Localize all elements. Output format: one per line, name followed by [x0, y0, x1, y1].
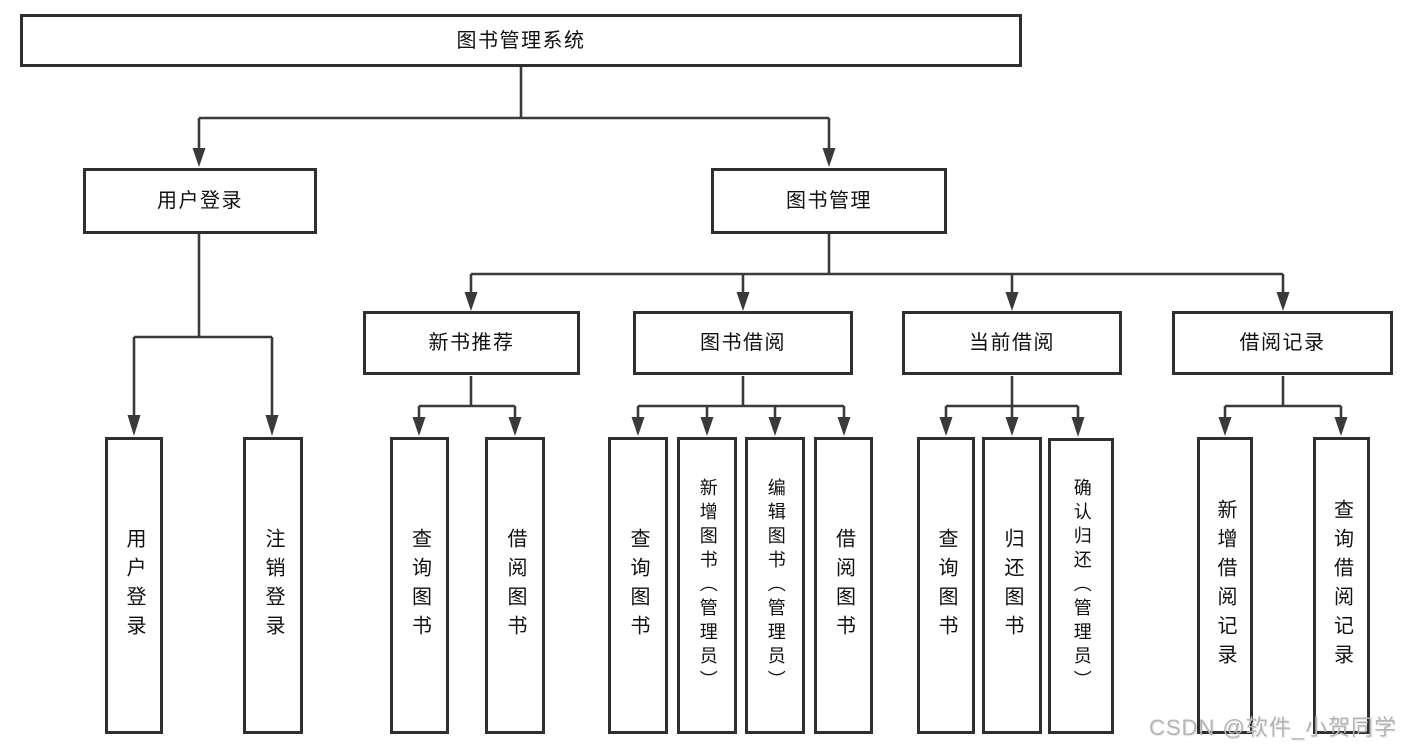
node-label: 新增图书（管理员） [697, 477, 718, 694]
arrowhead [1071, 417, 1085, 437]
node-label: 当前借阅 [969, 332, 1055, 354]
node-label: 用户登录 [123, 527, 145, 644]
node-label: 借阅图书 [832, 527, 855, 644]
arrowhead [1276, 292, 1290, 311]
arrowhead [1005, 292, 1019, 311]
node-label: 图书管理 [786, 190, 872, 212]
arrowhead [700, 417, 714, 436]
arrowhead [822, 148, 836, 167]
leaf-rec-query-book: 查询图书 [390, 437, 449, 734]
leaf-br-add-record: 新增借阅记录 [1197, 437, 1253, 734]
arrowhead [631, 417, 645, 436]
arrowhead [1005, 417, 1019, 436]
leaf-bb-edit-book-admin: 编辑图书（管理员） [745, 437, 805, 734]
arrowhead [939, 417, 953, 436]
node-label: 注销登录 [262, 527, 284, 644]
arrowhead [1218, 417, 1232, 436]
leaf-user-login: 用户登录 [105, 437, 163, 734]
leaf-bb-borrow-book: 借阅图书 [814, 437, 873, 734]
node-new-book-recommend: 新书推荐 [363, 311, 580, 375]
leaf-cb-query-book: 查询图书 [917, 437, 975, 734]
arrowheads [127, 148, 1348, 437]
arrowhead [768, 417, 782, 436]
arrowhead [736, 292, 750, 311]
connector-paths [132, 66, 1343, 419]
node-label: 编辑图书（管理员） [765, 477, 786, 694]
node-user-login: 用户登录 [83, 168, 317, 234]
node-book-management: 图书管理 [711, 168, 947, 234]
arrowhead [1334, 417, 1348, 436]
node-library-management-system: 图书管理系统 [20, 14, 1022, 67]
node-label: 确认归还（管理员） [1071, 478, 1092, 694]
leaf-bb-add-book-admin: 新增图书（管理员） [677, 437, 737, 734]
arrowhead [464, 292, 478, 311]
leaf-cb-return-book: 归还图书 [982, 437, 1042, 734]
node-label: 查询图书 [408, 527, 431, 644]
arrowhead [412, 417, 426, 436]
node-label: 用户登录 [157, 190, 243, 212]
node-label: 新增借阅记录 [1214, 498, 1236, 673]
leaf-cb-confirm-return-admin: 确认归还（管理员） [1048, 438, 1114, 734]
node-label: 图书借阅 [700, 332, 786, 354]
arrowhead [127, 415, 141, 436]
node-label: 图书管理系统 [456, 29, 586, 52]
node-label: 查询图书 [935, 527, 957, 644]
leaf-rec-borrow-book: 借阅图书 [485, 437, 545, 734]
leaf-br-query-record: 查询借阅记录 [1313, 437, 1370, 734]
node-label: 归还图书 [1001, 527, 1023, 644]
arrowhead [837, 417, 851, 436]
watermark: CSDN @软件_小贺同学 [1148, 715, 1397, 740]
node-label: 查询图书 [627, 527, 649, 644]
node-book-borrow: 图书借阅 [633, 311, 853, 375]
arrowhead [265, 415, 279, 436]
leaf-bb-query-book: 查询图书 [608, 437, 668, 734]
node-label: 查询借阅记录 [1330, 498, 1353, 673]
node-label: 新书推荐 [428, 332, 515, 354]
node-current-borrow: 当前借阅 [902, 311, 1122, 375]
arrowhead [192, 148, 206, 167]
leaf-logout: 注销登录 [243, 437, 303, 734]
node-borrow-records: 借阅记录 [1172, 311, 1393, 375]
arrowhead [508, 417, 522, 436]
node-label: 借阅记录 [1239, 332, 1326, 354]
node-label: 借阅图书 [504, 527, 526, 644]
